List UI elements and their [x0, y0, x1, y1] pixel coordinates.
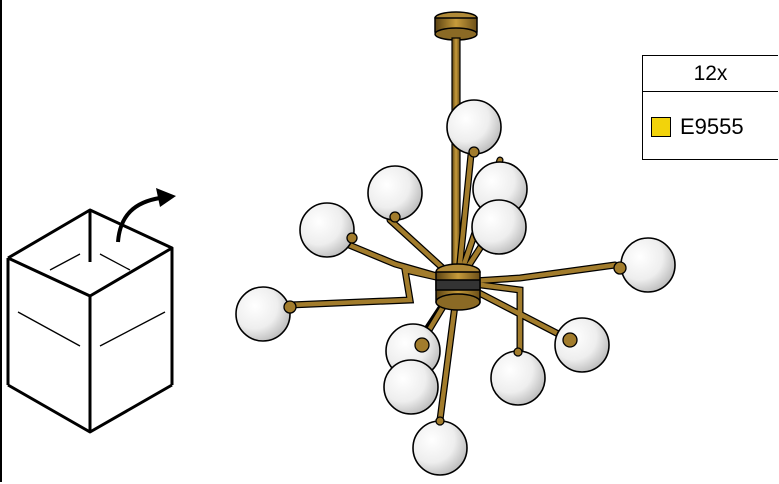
- part-row: E9555: [643, 92, 778, 161]
- central-hub: [435, 263, 481, 311]
- sockets: [283, 146, 627, 426]
- ceiling-canopy: [434, 11, 478, 41]
- unboxing-icon: [6, 188, 176, 434]
- parts-legend: 12x E9555: [642, 55, 778, 160]
- part-code: E9555: [680, 113, 744, 139]
- color-swatch: [651, 116, 671, 137]
- quantity-label: 12x: [643, 56, 778, 92]
- globes: [235, 99, 676, 476]
